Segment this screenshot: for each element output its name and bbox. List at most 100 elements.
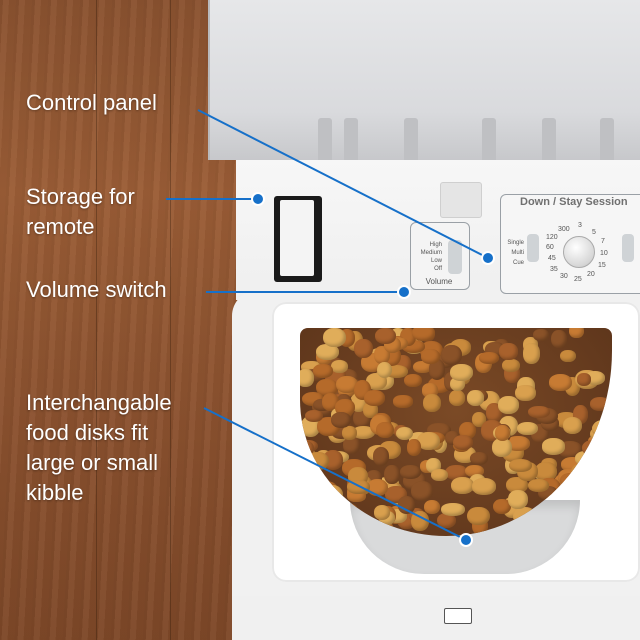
kibble-piece — [422, 393, 441, 412]
kibble-piece — [351, 425, 376, 440]
dial-number: 35 — [550, 266, 558, 273]
kibble-piece — [383, 464, 400, 485]
wood-seam — [96, 0, 97, 640]
kibble-piece — [552, 505, 572, 518]
kibble-piece — [302, 490, 326, 507]
volume-level-low: Low — [430, 258, 442, 264]
kibble-piece — [374, 328, 396, 344]
kibble-piece — [428, 359, 446, 380]
kibble-piece — [562, 417, 583, 434]
dial-number: 3 — [578, 222, 582, 229]
kibble-piece — [441, 503, 465, 516]
session-dial — [563, 236, 595, 268]
kibble-piece — [516, 422, 538, 436]
kibble-piece — [421, 348, 440, 364]
lid-rib — [318, 118, 332, 164]
kibble-piece — [404, 374, 422, 388]
kibble-piece — [373, 505, 391, 520]
kibble-piece — [459, 421, 477, 440]
dial-number: 25 — [574, 276, 582, 283]
kibble-piece — [321, 393, 340, 411]
kibble-piece — [423, 500, 440, 515]
kibble-piece — [502, 359, 520, 373]
lid-rib — [404, 118, 418, 164]
kibble-piece — [541, 521, 561, 536]
callout-dot-disks — [459, 533, 473, 547]
kibble-piece — [472, 478, 496, 495]
kibble-piece — [522, 343, 540, 364]
kibble-piece — [527, 406, 550, 419]
kibble-piece — [467, 506, 490, 526]
label-disks-line4: kibble — [26, 480, 84, 505]
label-disks-line1: Interchangable — [26, 390, 172, 415]
kibble-piece — [560, 349, 577, 363]
kibble-piece — [322, 328, 346, 348]
kibble-piece — [492, 438, 513, 458]
dial-number: 300 — [558, 226, 570, 233]
kibble-piece — [300, 369, 314, 387]
bottom-latch-slot — [444, 608, 472, 624]
kibble-piece — [341, 425, 357, 440]
kibble-piece — [586, 494, 608, 508]
dial-number: 45 — [548, 255, 556, 262]
kibble-piece — [331, 359, 349, 373]
kibble-piece — [399, 464, 422, 479]
wood-seam — [170, 0, 171, 640]
volume-level-off: Off — [434, 266, 442, 272]
label-volume-switch: Volume switch — [26, 277, 167, 302]
kibble-piece — [336, 502, 359, 520]
kibble-piece — [592, 422, 611, 436]
kibble-piece — [498, 395, 520, 414]
kibble-piece — [441, 344, 463, 366]
kibble-piece — [412, 328, 436, 342]
callout-dot-volume — [397, 285, 411, 299]
dial-number: 120 — [546, 234, 558, 241]
label-control-panel: Control panel — [26, 90, 157, 115]
kibble-piece — [478, 351, 499, 364]
dial-number: 20 — [587, 271, 595, 278]
kibble-pile — [300, 328, 612, 536]
kibble-piece — [509, 458, 533, 472]
dial-number: 5 — [592, 229, 596, 236]
callout-line-control-panel — [197, 109, 489, 259]
kibble-piece — [321, 484, 343, 505]
lid-latch — [440, 182, 482, 218]
dial-number: 30 — [560, 273, 568, 280]
volume-level-high: High — [429, 242, 442, 248]
kibble-piece — [313, 364, 333, 378]
kibble-piece — [448, 390, 466, 406]
volume-caption: Volume — [425, 277, 453, 286]
kibble-piece — [507, 489, 528, 509]
kibble-piece — [533, 328, 549, 342]
dial-number: 15 — [598, 262, 606, 269]
kibble-piece — [549, 374, 573, 392]
callout-dot-control-panel — [481, 251, 495, 265]
kibble-piece — [363, 390, 385, 407]
kibble-piece — [559, 517, 575, 531]
control-panel-title: Down / Stay Session — [520, 196, 628, 208]
kibble-piece — [493, 498, 511, 515]
kibble-piece — [376, 361, 393, 379]
kibble-piece — [512, 507, 536, 526]
dial-number: 60 — [546, 244, 554, 251]
kibble-piece — [393, 395, 413, 408]
kibble-piece — [410, 481, 434, 501]
kibble-piece — [343, 436, 360, 455]
mode-cue: Cue — [512, 260, 524, 266]
dial-number: 10 — [600, 250, 608, 257]
label-storage-line1: Storage for — [26, 184, 135, 209]
kibble-piece — [551, 329, 567, 349]
kibble-piece — [372, 447, 390, 467]
kibble-piece — [336, 375, 359, 394]
kibble-piece — [499, 343, 518, 360]
kibble-piece — [466, 390, 485, 406]
lid-rib — [600, 118, 614, 164]
kibble-piece — [514, 385, 536, 402]
feeder-front-lip — [232, 596, 640, 640]
feeder-lid — [208, 0, 640, 160]
kibble-piece — [506, 477, 529, 494]
kibble-piece — [354, 338, 373, 359]
kibble-piece — [569, 328, 584, 339]
